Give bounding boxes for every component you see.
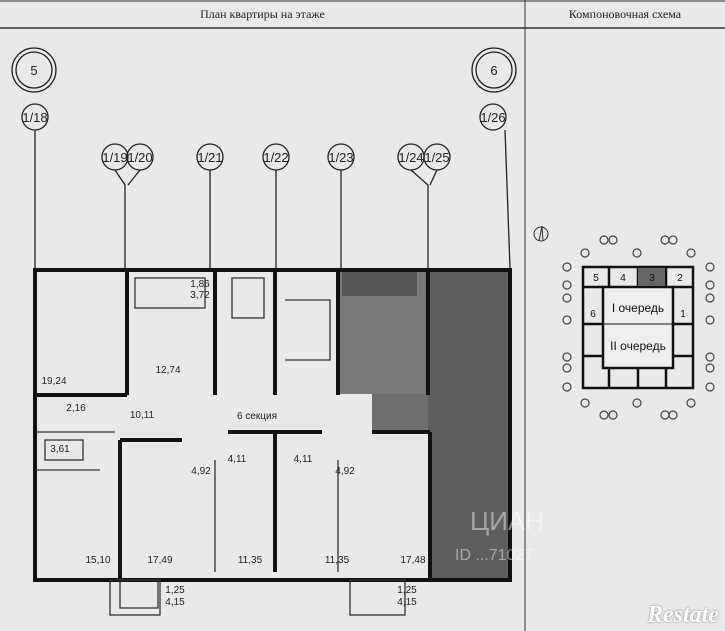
north-arrow-icon — [533, 225, 549, 242]
area-label: 11,35 — [325, 555, 350, 566]
scheme-section: 5 — [593, 273, 599, 284]
area-label: 17,49 — [147, 555, 172, 566]
area-label: 1,25 — [397, 585, 417, 596]
walls — [33, 268, 512, 582]
area-label: 19,24 — [41, 376, 66, 387]
area-label: 2,16 — [66, 403, 86, 414]
layout-scheme — [581, 265, 695, 390]
scheme-section: 6 — [590, 309, 596, 320]
scheme-section: 4 — [620, 273, 626, 284]
cian-id-watermark: ID ...71027 — [455, 547, 533, 564]
area-label: 4,15 — [165, 597, 185, 608]
area-label: 17,48 — [400, 555, 425, 566]
area-label: 1,25 — [165, 585, 185, 596]
queue-1-label: I очередь — [612, 301, 664, 315]
area-label: 11,35 — [238, 555, 263, 566]
area-label: 10,11 — [130, 410, 155, 421]
area-label: 4,92 — [191, 466, 211, 477]
scheme-section: 3 — [649, 273, 655, 284]
area-label: 12,74 — [155, 365, 180, 376]
axis-1-25: 1/25 — [424, 150, 449, 165]
axis-1-24: 1/24 — [398, 150, 423, 165]
area-label: 15,10 — [85, 555, 110, 566]
restate-watermark: Restate — [647, 602, 719, 628]
cian-watermark: ЦИАН — [470, 506, 544, 536]
area-label: 3,61 — [50, 444, 70, 455]
scheme-title: Компоновочная схема — [568, 7, 682, 21]
axis-1-20: 1/20 — [127, 150, 152, 165]
area-label: 4,11 — [294, 454, 313, 465]
axis-5: 5 — [30, 63, 37, 78]
scheme-axis-markers — [562, 235, 715, 420]
queue-2-label: II очередь — [610, 339, 666, 353]
scheme-section: 2 — [677, 273, 683, 284]
axis-1-22: 1/22 — [263, 150, 288, 165]
highlighted-apartment — [338, 272, 510, 582]
area-label: 4,92 — [335, 466, 355, 477]
axis-6: 6 — [490, 63, 497, 78]
axis-1-23: 1/23 — [328, 150, 353, 165]
axis-markers — [11, 47, 517, 269]
area-label: 1,86 — [190, 279, 210, 290]
scheme-section: 1 — [680, 309, 686, 320]
axis-1-21: 1/21 — [197, 150, 222, 165]
axis-1-19: 1/19 — [102, 150, 127, 165]
thin-partitions — [35, 277, 406, 616]
axis-1-26: 1/26 — [480, 110, 505, 125]
area-label: 3,72 — [190, 290, 210, 301]
section-label: 6 секция — [237, 411, 277, 422]
area-label: 4,15 — [397, 597, 417, 608]
highlighted-section — [638, 268, 665, 286]
axis-1-18: 1/18 — [22, 110, 47, 125]
area-label: 4,11 — [228, 454, 247, 465]
plan-title: План квартиры на этаже — [200, 7, 325, 21]
